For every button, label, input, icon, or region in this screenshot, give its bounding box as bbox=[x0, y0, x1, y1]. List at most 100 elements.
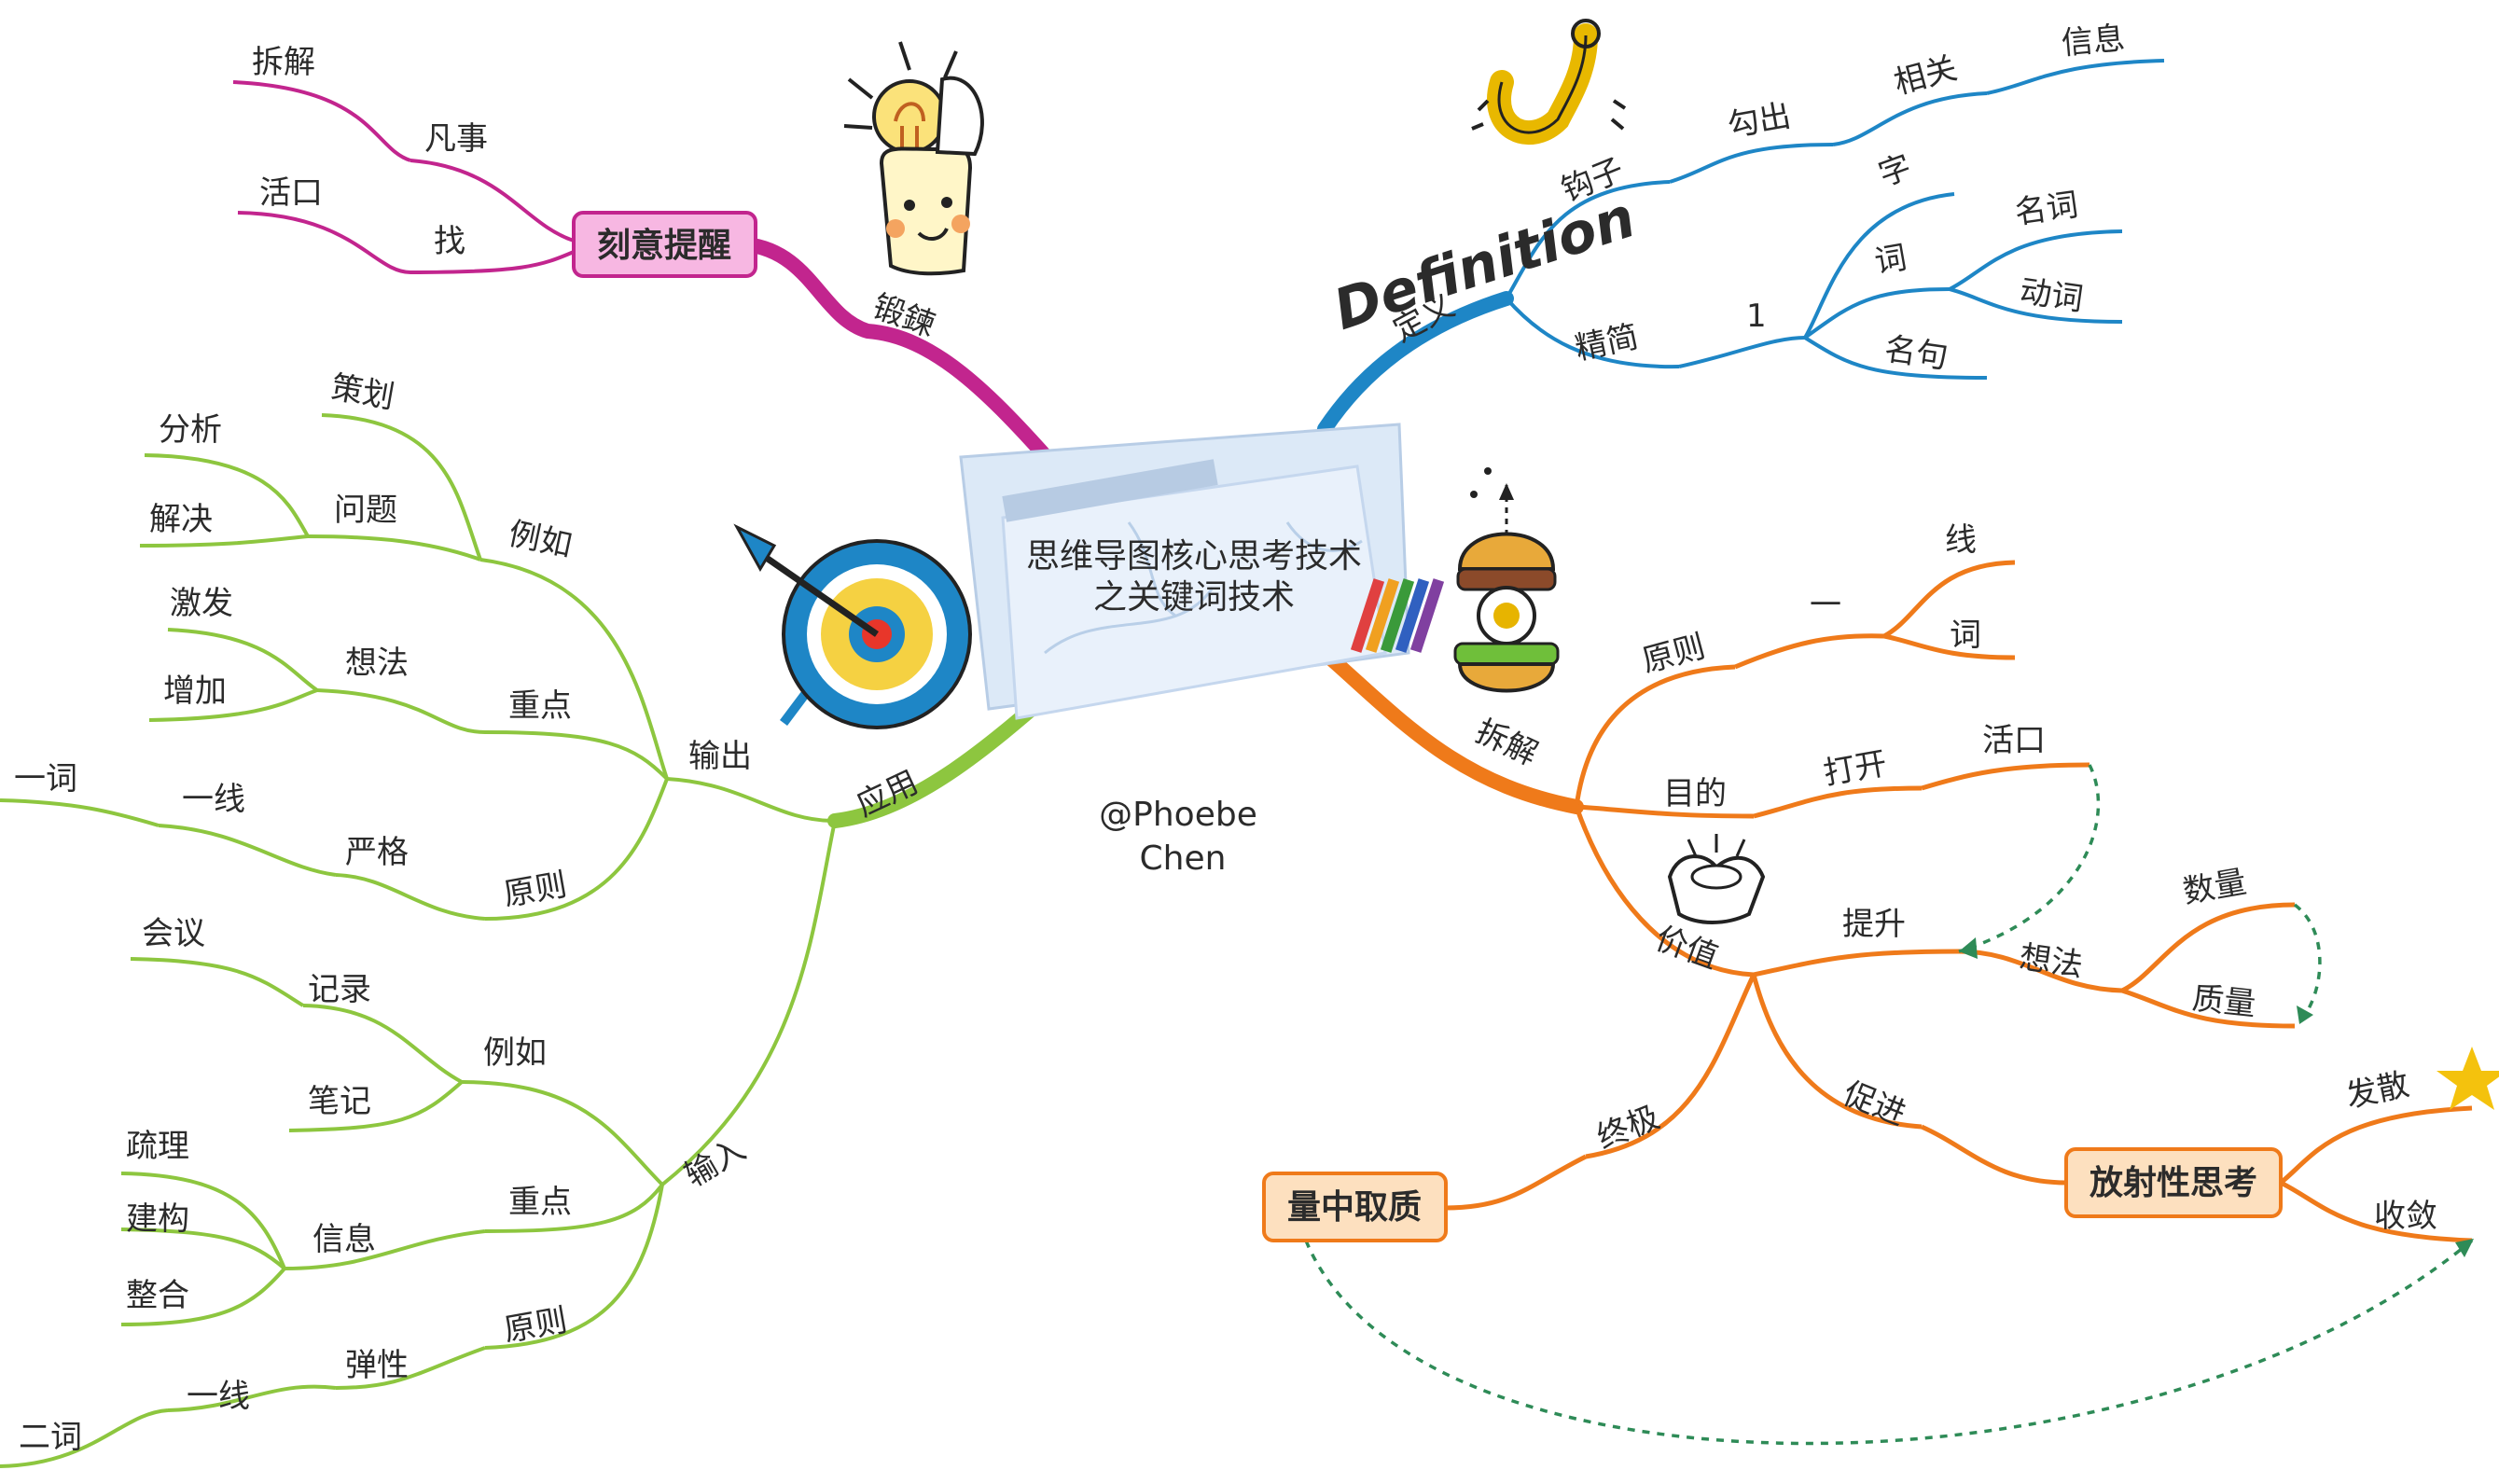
line-xinxi-zhenghe bbox=[120, 1267, 286, 1326]
node-zhongdian-b[interactable]: 重点 bbox=[508, 1184, 572, 1221]
node-mingci[interactable]: 名词 bbox=[2012, 187, 2080, 232]
node-jiangou[interactable]: 建构 bbox=[126, 1200, 189, 1238]
node-zengjia[interactable]: 增加 bbox=[163, 673, 227, 710]
line-liru-biji bbox=[288, 1080, 464, 1132]
line-gouchu-xiangguan bbox=[1832, 91, 1988, 146]
node-shuli[interactable]: 疏理 bbox=[126, 1128, 189, 1165]
node-yici[interactable]: 一词 bbox=[14, 760, 77, 797]
node-wenti[interactable]: 问题 bbox=[334, 492, 397, 529]
node-yixian-b[interactable]: 一线 bbox=[187, 1378, 250, 1415]
line-yixian-yici bbox=[0, 798, 160, 827]
line-one-zi bbox=[1803, 192, 1955, 340]
node-zhiliang[interactable]: 质量 bbox=[2190, 979, 2257, 1023]
line-yuanze-tanxing bbox=[335, 1346, 486, 1390]
node-xian[interactable]: 线 bbox=[1945, 521, 1977, 559]
node-xinxi-c[interactable]: 信息 bbox=[312, 1221, 376, 1258]
node-zi[interactable]: 字 bbox=[1874, 148, 1917, 194]
node-yi[interactable]: 一 bbox=[1810, 587, 1841, 624]
node-cujin[interactable]: 促进 bbox=[1838, 1075, 1910, 1133]
node-biji[interactable]: 笔记 bbox=[308, 1083, 371, 1120]
node-ci-b[interactable]: 词 bbox=[1872, 239, 1909, 281]
node-yuanze-b[interactable]: 原则 bbox=[501, 1302, 570, 1350]
node-jiejue[interactable]: 解决 bbox=[149, 501, 213, 538]
node-cehua[interactable]: 策划 bbox=[328, 368, 397, 416]
node-xiangfa-a[interactable]: 想法 bbox=[345, 645, 409, 682]
line-yi-ci bbox=[1883, 633, 2016, 660]
node-one[interactable]: 1 bbox=[1746, 298, 1767, 335]
node-jiazhi[interactable]: 价值 bbox=[1651, 920, 1724, 977]
line-wenti-jiejue bbox=[139, 534, 309, 548]
node-dakai[interactable]: 打开 bbox=[1821, 745, 1890, 793]
node-zhao[interactable]: 找 bbox=[434, 223, 465, 260]
node-zhongji[interactable]: 终极 bbox=[1592, 1099, 1665, 1158]
line-wenti-fenxi bbox=[144, 453, 310, 537]
line-jiazhi-tisheng bbox=[1753, 949, 1960, 978]
node-liangzhong-box[interactable]: 量中取质 bbox=[1262, 1172, 1448, 1242]
definition-word: Definition bbox=[1326, 185, 1643, 343]
node-fasan[interactable]: 发散 bbox=[2342, 1066, 2412, 1116]
line-xiangguan-xinxi bbox=[1986, 59, 2165, 95]
line-xiangfa-jifa bbox=[167, 628, 319, 692]
node-ci-c[interactable]: 词 bbox=[1950, 617, 1981, 654]
lightbulb-head-icon bbox=[843, 41, 984, 276]
node-xiangfa-b[interactable]: 想法 bbox=[2017, 938, 2085, 984]
node-erci[interactable]: 二词 bbox=[19, 1419, 82, 1456]
line-dingyi-jingjian bbox=[1505, 297, 1680, 369]
node-yange[interactable]: 严格 bbox=[345, 834, 409, 871]
paper-tab bbox=[1002, 459, 1218, 522]
arrow-liangzhong-to-shoulian bbox=[1304, 1239, 2474, 1446]
line-shuru-yuanze bbox=[484, 1184, 664, 1350]
line-tanxing-yixian bbox=[167, 1384, 337, 1412]
line-zhongdian-xiangfa bbox=[316, 688, 486, 734]
node-xinxi-b[interactable]: 信息 bbox=[2060, 20, 2126, 62]
node-shuliang[interactable]: 数量 bbox=[2180, 864, 2249, 911]
arrowhead-1 bbox=[1959, 937, 1978, 959]
node-fangshe-box[interactable]: 放射性思考 bbox=[2064, 1147, 2283, 1218]
arrow-shuliang-to-zhiliang bbox=[2293, 903, 2322, 1023]
line-xiangfa-zengjia bbox=[148, 688, 318, 722]
arrowhead-2 bbox=[2297, 1006, 2313, 1024]
node-keyi-box[interactable]: 刻意提醒 bbox=[572, 211, 757, 278]
node-huiyi[interactable]: 会议 bbox=[142, 915, 205, 952]
arrow-huokou-to-tisheng bbox=[1958, 764, 2101, 953]
line-xinxi-shuli bbox=[120, 1172, 286, 1269]
line-chaijie-yuanze bbox=[1574, 664, 1736, 808]
node-yixian-a[interactable]: 一线 bbox=[182, 781, 245, 818]
arrowheads bbox=[1959, 937, 2474, 1257]
node-liru-b[interactable]: 例如 bbox=[483, 1034, 547, 1072]
node-huokou-b[interactable]: 活口 bbox=[1982, 722, 2046, 759]
node-yingyong[interactable]: 应用 bbox=[851, 764, 924, 825]
line-zhongji-liangzhong bbox=[1445, 1154, 1588, 1211]
node-keyi-label: 刻意提醒 bbox=[597, 227, 731, 265]
node-fanshi[interactable]: 凡事 bbox=[424, 120, 488, 158]
node-jifa[interactable]: 激发 bbox=[170, 585, 233, 622]
hook-icon bbox=[1471, 19, 1627, 146]
node-jilu[interactable]: 记录 bbox=[308, 971, 371, 1008]
node-shoulian[interactable]: 收敛 bbox=[2374, 1198, 2437, 1235]
node-chaijie-b[interactable]: 拆解 bbox=[1470, 713, 1544, 773]
node-dongci[interactable]: 动词 bbox=[2018, 272, 2086, 318]
node-zhenghe[interactable]: 整合 bbox=[126, 1277, 189, 1314]
paper-front bbox=[1001, 465, 1387, 720]
line-one-ci bbox=[1803, 287, 1951, 340]
node-gouchu[interactable]: 勾出 bbox=[1725, 97, 1794, 145]
node-huokou-a[interactable]: 活口 bbox=[259, 174, 323, 212]
node-shuru[interactable]: 输入 bbox=[678, 1130, 752, 1195]
line-dakai-huokou bbox=[1921, 762, 2090, 791]
node-mingju[interactable]: 名句 bbox=[1882, 330, 1951, 376]
node-mudi[interactable]: 目的 bbox=[1663, 775, 1727, 812]
line-mudi-dakai bbox=[1753, 785, 1923, 819]
line-shuchu-zhongdian bbox=[484, 730, 669, 781]
node-xiangguan[interactable]: 相关 bbox=[1890, 49, 1961, 102]
node-jingjian[interactable]: 精简 bbox=[1572, 318, 1642, 368]
node-fenxi[interactable]: 分析 bbox=[159, 411, 222, 449]
node-zhongdian-a[interactable]: 重点 bbox=[508, 687, 572, 725]
node-tanxing[interactable]: 弹性 bbox=[345, 1347, 409, 1384]
line-yixian-erci bbox=[0, 1408, 169, 1468]
node-liru-a[interactable]: 例如 bbox=[506, 515, 576, 564]
node-tisheng[interactable]: 提升 bbox=[1842, 906, 1906, 943]
line-shuru-zhongdian bbox=[484, 1183, 664, 1233]
line-yingyong-shuchu bbox=[666, 777, 836, 823]
node-chaijie-a[interactable]: 拆解 bbox=[252, 44, 315, 81]
node-shuchu[interactable]: 输出 bbox=[688, 738, 752, 775]
